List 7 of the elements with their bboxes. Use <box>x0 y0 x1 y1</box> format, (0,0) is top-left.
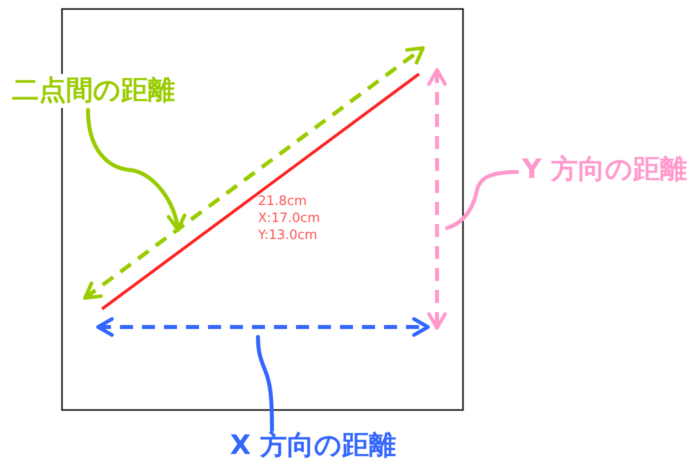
callout-label: 二点間の距離 <box>10 74 177 108</box>
leader-line <box>86 108 186 232</box>
leader-line <box>445 170 519 230</box>
measurement-text: X:17.0cm <box>258 210 320 227</box>
measurement-text: Y:13.0cm <box>258 227 318 244</box>
leader-line <box>256 335 274 432</box>
measurement-text: 21.8cm <box>258 193 307 210</box>
